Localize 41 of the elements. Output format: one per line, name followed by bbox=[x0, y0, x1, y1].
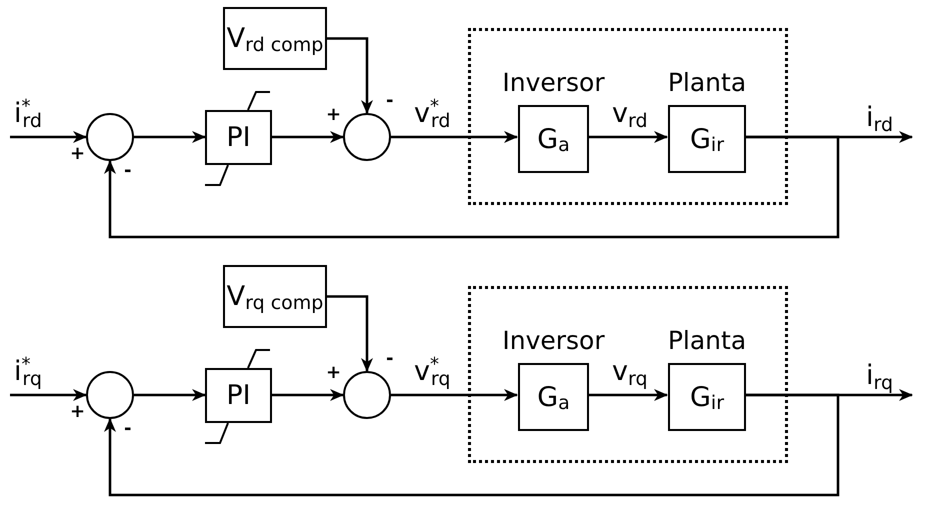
summing-junction bbox=[343, 113, 391, 161]
signal-arrow bbox=[391, 131, 518, 143]
signal-arrow bbox=[588, 131, 668, 143]
summing-junction bbox=[86, 113, 134, 161]
signal-arrow bbox=[588, 389, 668, 401]
block-heading: Inversor bbox=[502, 328, 605, 353]
compensation-block bbox=[223, 7, 327, 70]
sign-label: - bbox=[386, 92, 394, 110]
signal-arrow bbox=[10, 131, 87, 143]
signal-arrow bbox=[134, 389, 206, 401]
summing-junction bbox=[343, 371, 391, 419]
sign-label: - bbox=[124, 162, 132, 180]
sign-label: + bbox=[326, 106, 342, 124]
signal-arrow bbox=[272, 131, 344, 143]
signal-arrow bbox=[134, 131, 206, 143]
block-label: G$_{a}$ bbox=[537, 384, 570, 410]
block-heading: Planta bbox=[668, 328, 746, 353]
block-label: G$_{ir}$ bbox=[690, 126, 724, 152]
sign-label: + bbox=[70, 403, 86, 421]
signal-arrow bbox=[327, 37, 373, 114]
sign-label: + bbox=[326, 364, 342, 382]
block-label: G$_{ir}$ bbox=[690, 384, 724, 410]
sign-label: + bbox=[70, 145, 86, 163]
controller-block bbox=[205, 368, 272, 423]
signal-arrow bbox=[104, 136, 840, 238]
compensation-block bbox=[223, 265, 327, 328]
signal-arrow bbox=[327, 295, 373, 372]
signal-arrow bbox=[391, 389, 518, 401]
signal-arrow bbox=[104, 394, 840, 496]
controller-block bbox=[205, 110, 272, 165]
sign-label: - bbox=[124, 420, 132, 438]
summing-junction bbox=[86, 371, 134, 419]
sign-label: - bbox=[386, 350, 394, 368]
block-label: G$_{a}$ bbox=[537, 126, 570, 152]
block-heading: Inversor bbox=[502, 70, 605, 95]
signal-label: i$_{rd}$ bbox=[866, 104, 894, 131]
block-heading: Planta bbox=[668, 70, 746, 95]
signal-arrow bbox=[10, 389, 87, 401]
signal-arrow bbox=[272, 389, 344, 401]
block-label: PI bbox=[226, 124, 251, 151]
block-label: PI bbox=[226, 382, 251, 409]
